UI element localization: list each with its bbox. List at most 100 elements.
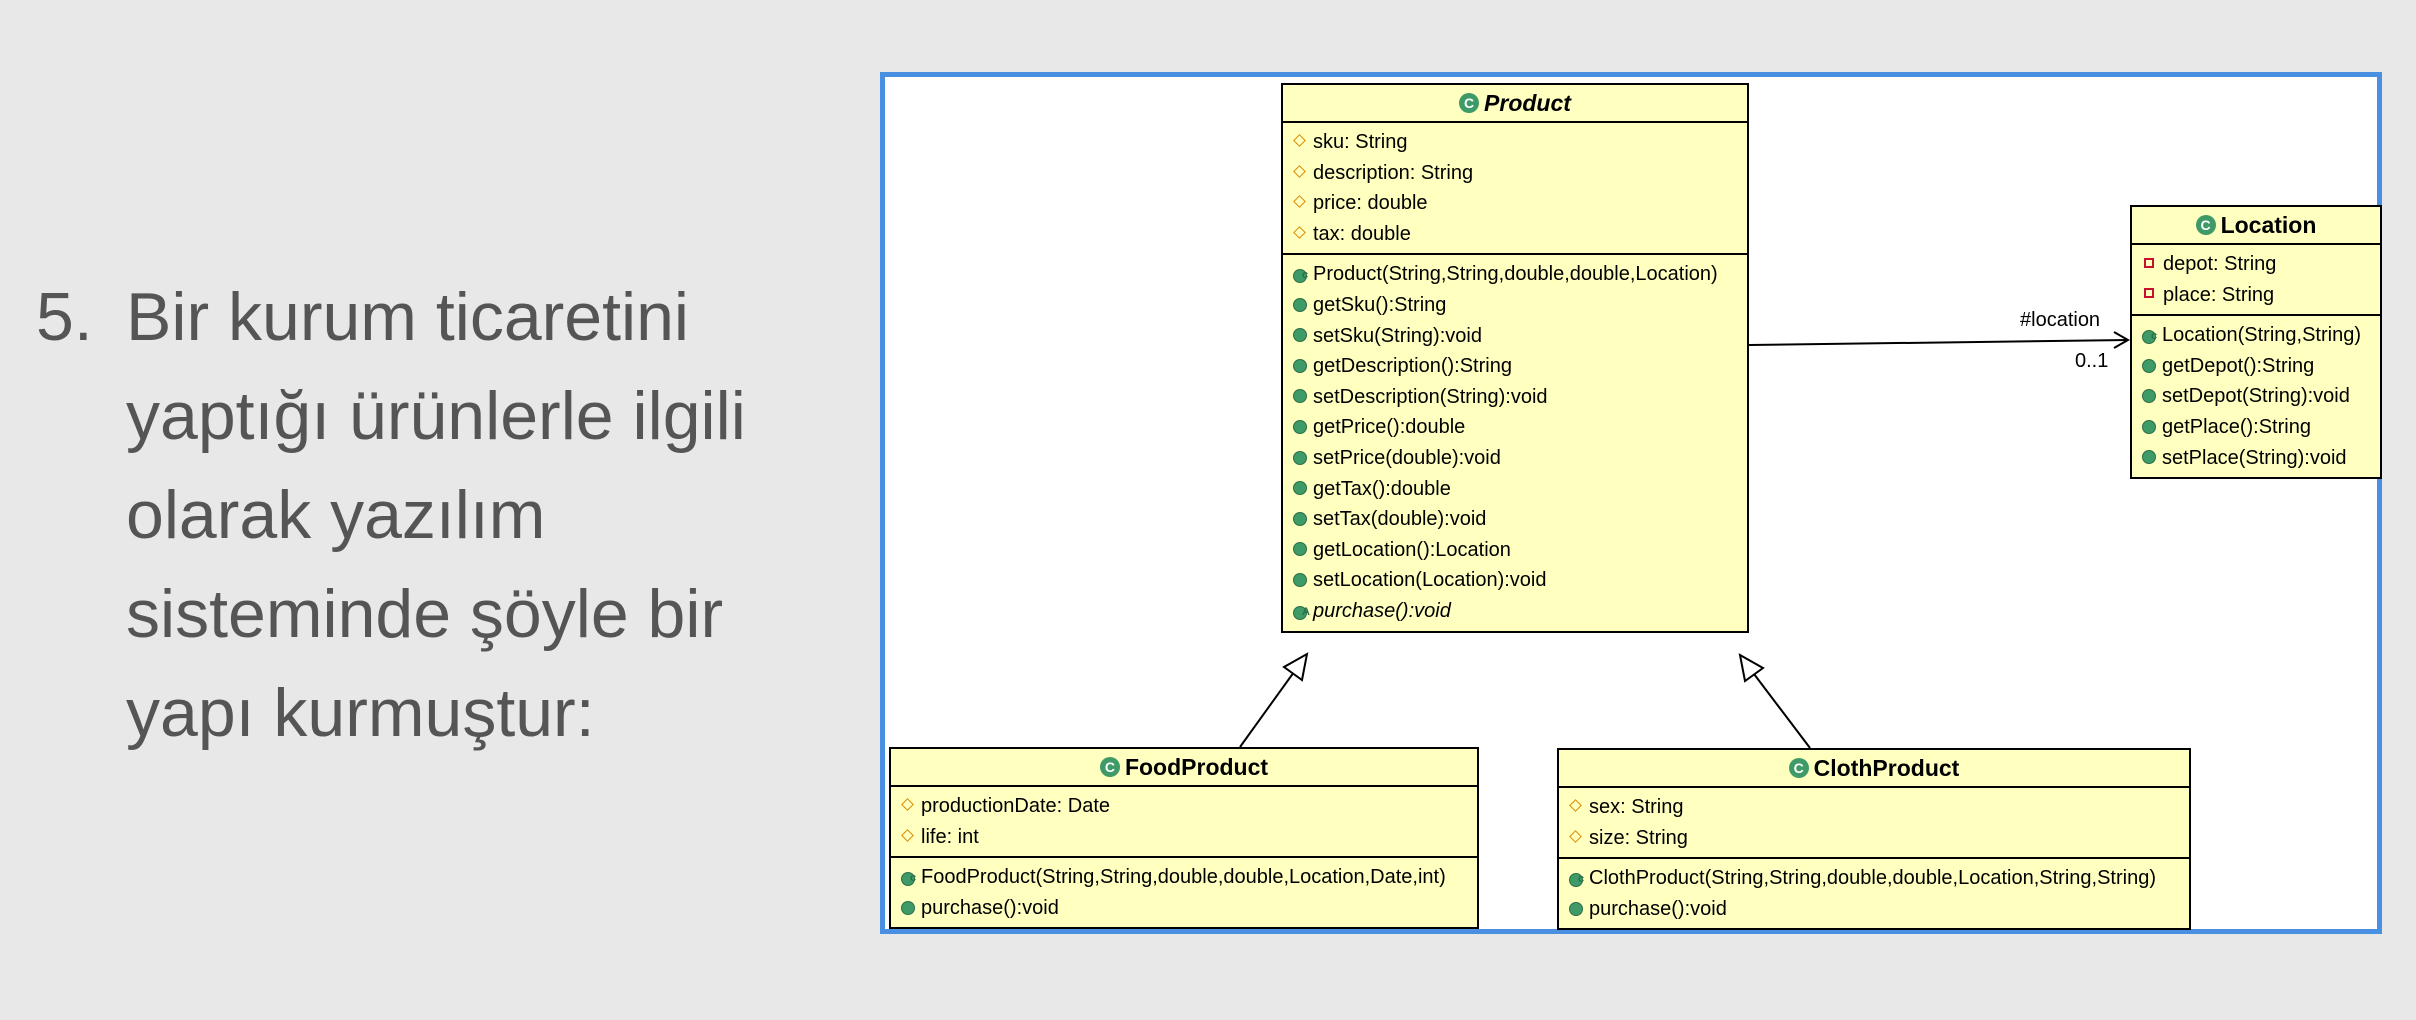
attribute-row: description: String	[1291, 158, 1747, 189]
protected-attribute-icon	[1293, 134, 1306, 148]
member-text: purchase():void	[1313, 599, 1451, 622]
attribute-row: depot: String	[2140, 249, 2380, 280]
protected-attribute-icon	[1293, 164, 1306, 178]
member-text: getTax():double	[1313, 477, 1451, 500]
member-text: setSku(String):void	[1313, 324, 1482, 347]
member-text: getDescription():String	[1313, 355, 1512, 378]
member-text: getPlace():String	[2162, 415, 2311, 438]
text-line: yaptığı ürünlerle ilgili	[126, 378, 746, 454]
attributes-section: sex: String size: String	[1559, 788, 2189, 860]
operation-row: ClothProduct(String,String,double,double…	[1567, 863, 2189, 895]
member-text: life: int	[921, 825, 979, 848]
class-name: Location	[2220, 212, 2317, 238]
member-text: place: String	[2163, 283, 2275, 306]
public-method-icon	[1293, 389, 1307, 404]
attributes-section: depot: String place: String	[2132, 245, 2380, 317]
operation-row: FoodProduct(String,String,double,double,…	[899, 862, 1477, 894]
operations-section: ClothProduct(String,String,double,double…	[1559, 859, 2189, 928]
attributes-section: sku: String description: String price: d…	[1283, 123, 1747, 256]
operation-row: getDepot():String	[2140, 351, 2380, 382]
public-method-icon	[1293, 328, 1307, 343]
protected-attribute-icon	[901, 828, 914, 842]
member-text: getLocation():Location	[1313, 538, 1511, 561]
member-text: getDepot():String	[2162, 354, 2315, 377]
member-text: FoodProduct(String,String,double,double,…	[921, 866, 1446, 889]
member-text: sex: String	[1589, 796, 1684, 818]
constructor-icon	[901, 863, 916, 894]
abstract-class-icon: C	[1459, 92, 1480, 113]
operations-section: FoodProduct(String,String,double,double,…	[891, 858, 1477, 927]
operation-row: getDescription():String	[1291, 351, 1747, 382]
protected-attribute-icon	[1569, 829, 1582, 843]
attribute-row: life: int	[899, 822, 1477, 853]
member-text: setLocation(Location):void	[1313, 569, 1547, 592]
constructor-icon	[1569, 864, 1584, 895]
operation-row: setPrice(double):void	[1291, 443, 1747, 474]
member-text: description: String	[1313, 161, 1474, 184]
attribute-row: place: String	[2140, 280, 2380, 311]
text-line: yapı kurmuştur:	[126, 675, 595, 751]
generalization-arrowhead-cloth	[1738, 653, 1765, 683]
operation-row: setSku(String):void	[1291, 321, 1747, 352]
operation-row: purchase():void	[899, 893, 1477, 924]
public-method-icon	[2142, 389, 2156, 404]
public-method-icon	[2142, 358, 2156, 373]
operation-row: setDepot(String):void	[2140, 381, 2380, 412]
member-text: sku: String	[1313, 131, 1408, 153]
public-method-icon	[2142, 419, 2156, 434]
operation-row: getTax():double	[1291, 474, 1747, 505]
public-method-icon	[1569, 901, 1583, 916]
operation-row: setTax(double):void	[1291, 504, 1747, 535]
constructor-icon	[1293, 260, 1308, 291]
public-method-icon	[1293, 573, 1307, 588]
operation-row: Location(String,String)	[2140, 320, 2380, 352]
member-text: tax: double	[1313, 222, 1411, 245]
association-multiplicity-label: 0..1	[2075, 350, 2109, 372]
association-arrowhead	[2113, 331, 2131, 349]
class-icon: C	[1788, 757, 1809, 778]
generalization-arrowhead-food	[1282, 652, 1309, 682]
operation-row: setPlace(String):void	[2140, 443, 2380, 474]
operation-row: setDescription(String):void	[1291, 382, 1747, 413]
public-method-icon	[1293, 481, 1307, 496]
member-text: Location(String,String)	[2162, 324, 2361, 347]
member-text: setPrice(double):void	[1313, 446, 1501, 469]
operation-row: getSku():String	[1291, 290, 1747, 321]
public-method-icon	[1293, 450, 1307, 465]
private-attribute-icon	[2144, 257, 2154, 268]
operation-row: purchase():void	[1567, 894, 2189, 925]
operations-section: Location(String,String) getDepot():Strin…	[2132, 316, 2380, 477]
protected-attribute-icon	[1293, 195, 1306, 209]
attribute-row: price: double	[1291, 188, 1747, 219]
operation-row: Product(String,String,double,double,Loca…	[1291, 259, 1747, 291]
attribute-row: tax: double	[1291, 219, 1747, 250]
operation-row: purchase():void	[1291, 596, 1747, 627]
member-text: purchase():void	[921, 896, 1059, 919]
class-icon: C	[1099, 756, 1120, 777]
abstract-method-icon	[1293, 597, 1310, 627]
protected-attribute-icon	[1293, 226, 1306, 239]
member-text: price: double	[1313, 192, 1428, 215]
operation-row: getPrice():double	[1291, 412, 1747, 443]
association-role-label: #location	[2020, 309, 2101, 331]
member-text: setDepot(String):void	[2162, 385, 2350, 408]
slide-body-text: Bir kurum ticaretini yaptığı ürünlerle i…	[126, 268, 846, 763]
generalization-line-food	[1239, 671, 1295, 748]
attribute-row: productionDate: Date	[899, 791, 1477, 822]
class-icon: C	[2195, 214, 2216, 235]
operation-row: getLocation():Location	[1291, 535, 1747, 566]
class-name: ClothProduct	[1813, 755, 1960, 781]
text-line: Bir kurum ticaretini	[126, 279, 690, 355]
member-text: setPlace(String):void	[2162, 446, 2347, 469]
member-text: Product(String,String,double,double,Loca…	[1313, 263, 1718, 286]
